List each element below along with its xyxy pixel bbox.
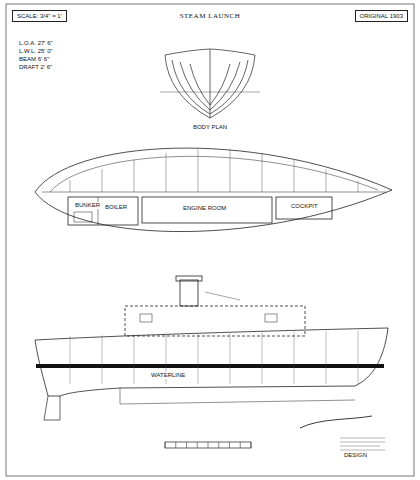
station-line bbox=[198, 149, 199, 192]
plan-label: BOILER bbox=[104, 204, 128, 211]
plan-label: BODY PLAN bbox=[192, 124, 228, 131]
station-line bbox=[326, 331, 327, 384]
plan-label: BUNKER bbox=[74, 202, 101, 209]
plan-label: L.W.L. 25' 0" bbox=[18, 48, 54, 55]
plan-label: DRAFT 2' 6" bbox=[18, 64, 53, 71]
station-line bbox=[326, 169, 327, 192]
station-line bbox=[262, 332, 263, 384]
station-line bbox=[166, 153, 167, 192]
station-line bbox=[230, 333, 231, 384]
plan-label: COCKPIT bbox=[290, 203, 319, 210]
plan-label: L.O.A. 27' 6" bbox=[18, 40, 54, 47]
title-block-box: ORIGINAL 1903 bbox=[355, 10, 408, 22]
station-line bbox=[70, 180, 71, 192]
station-line bbox=[198, 334, 199, 384]
box-text: ORIGINAL 1903 bbox=[360, 13, 403, 19]
station-line bbox=[102, 335, 103, 384]
station-line bbox=[358, 331, 359, 384]
station-line bbox=[229, 442, 230, 448]
station-line bbox=[251, 442, 252, 448]
station-line bbox=[294, 160, 295, 192]
station-line bbox=[134, 335, 135, 384]
station-line bbox=[186, 442, 187, 448]
station-line bbox=[294, 332, 295, 384]
station-line bbox=[230, 149, 231, 192]
station-line bbox=[208, 442, 209, 448]
station-line bbox=[70, 336, 71, 384]
plan-label: BEAM 6' 6" bbox=[18, 56, 50, 63]
plan-label: WATERLINE bbox=[150, 372, 186, 379]
station-line bbox=[165, 442, 166, 448]
box-text: SCALE: 3/4" = 1' bbox=[17, 13, 62, 19]
station-line bbox=[262, 153, 263, 192]
station-line bbox=[240, 442, 241, 448]
station-line bbox=[358, 181, 359, 192]
plan-label: ENGINE ROOM bbox=[182, 205, 227, 212]
station-line bbox=[197, 442, 198, 448]
station-line bbox=[175, 442, 176, 448]
station-line bbox=[134, 160, 135, 192]
sheet-title: STEAM LAUNCH bbox=[178, 12, 243, 20]
station-line bbox=[218, 442, 219, 448]
title-block-box: SCALE: 3/4" = 1' bbox=[12, 10, 67, 22]
plan-label: DESIGN bbox=[343, 452, 368, 459]
station-line bbox=[102, 169, 103, 192]
